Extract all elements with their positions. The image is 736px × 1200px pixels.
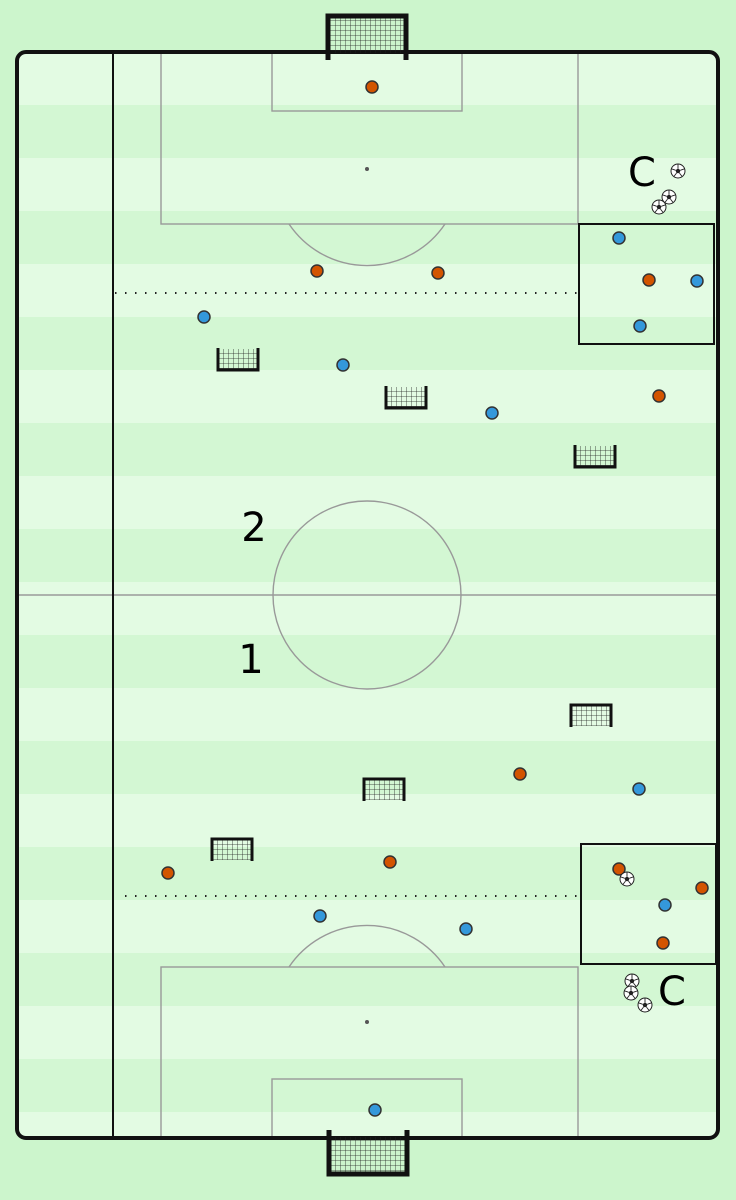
grid-top-right bbox=[578, 223, 715, 345]
pitch-stripe bbox=[19, 582, 716, 635]
pitch-stripe bbox=[19, 52, 716, 105]
centre-circle bbox=[272, 500, 462, 690]
pitch-stripes bbox=[19, 52, 716, 1138]
station-label-top: C bbox=[628, 150, 656, 196]
pitch-stripe bbox=[19, 794, 716, 847]
blue-player bbox=[368, 1103, 382, 1117]
blue-player bbox=[336, 358, 350, 372]
blue-player bbox=[313, 909, 327, 923]
orange-player bbox=[695, 881, 709, 895]
blue-player bbox=[632, 782, 646, 796]
blue-player bbox=[690, 274, 704, 288]
orange-player bbox=[431, 266, 445, 280]
penalty-spot-bottom bbox=[365, 1020, 369, 1024]
ball-icon bbox=[661, 189, 677, 205]
blue-player bbox=[197, 310, 211, 324]
blue-player bbox=[658, 898, 672, 912]
orange-player bbox=[656, 936, 670, 950]
blue-player bbox=[459, 922, 473, 936]
pitch-stripe bbox=[19, 158, 716, 211]
ball-icon bbox=[637, 997, 653, 1013]
pitch-stripe bbox=[19, 1006, 716, 1059]
ball-icon bbox=[623, 985, 639, 1001]
mini-goal bbox=[384, 386, 428, 410]
orange-player bbox=[365, 80, 379, 94]
pitch-stripe bbox=[19, 847, 716, 900]
orange-player bbox=[310, 264, 324, 278]
mini-goal bbox=[362, 777, 406, 801]
blue-player bbox=[612, 231, 626, 245]
orange-player bbox=[642, 273, 656, 287]
pitch-stripe bbox=[19, 370, 716, 423]
goal-bottom bbox=[326, 1130, 410, 1177]
penalty-spot-top bbox=[365, 167, 369, 171]
penalty-arc-bottom bbox=[288, 924, 446, 968]
blue-player bbox=[633, 319, 647, 333]
penalty-arc-top bbox=[288, 223, 446, 267]
blue-players bbox=[197, 231, 704, 1117]
orange-player bbox=[383, 855, 397, 869]
mini-goal bbox=[569, 703, 613, 727]
pitch-stripe bbox=[19, 529, 716, 582]
mini-goal bbox=[573, 445, 617, 469]
pitch-stripe bbox=[19, 1059, 716, 1112]
pitch-stripe bbox=[19, 476, 716, 529]
orange-player bbox=[513, 767, 527, 781]
station-label-bottom: C bbox=[658, 969, 686, 1015]
grid-bottom-right bbox=[580, 843, 717, 965]
mini-goal bbox=[210, 837, 254, 861]
pitch-stripe bbox=[19, 264, 716, 317]
pitch-stripe bbox=[19, 211, 716, 264]
pitch-stripe bbox=[19, 105, 716, 158]
pitch-stripe bbox=[19, 1112, 716, 1138]
ball-icon bbox=[670, 163, 686, 179]
pitch-stripe bbox=[19, 635, 716, 688]
orange-player bbox=[652, 389, 666, 403]
mini-goal bbox=[216, 348, 260, 372]
pitch-stripe bbox=[19, 953, 716, 1006]
pitch-stripe bbox=[19, 900, 716, 953]
orange-player bbox=[161, 866, 175, 880]
zone-label-2: 2 bbox=[241, 505, 266, 551]
ball-icon bbox=[619, 871, 635, 887]
zone-label-1: 1 bbox=[238, 637, 263, 683]
orange-players bbox=[161, 80, 709, 950]
ball-icon bbox=[651, 199, 667, 215]
balls bbox=[619, 163, 686, 1013]
goal-top bbox=[325, 13, 409, 60]
blue-player bbox=[485, 406, 499, 420]
orange-player bbox=[612, 862, 626, 876]
